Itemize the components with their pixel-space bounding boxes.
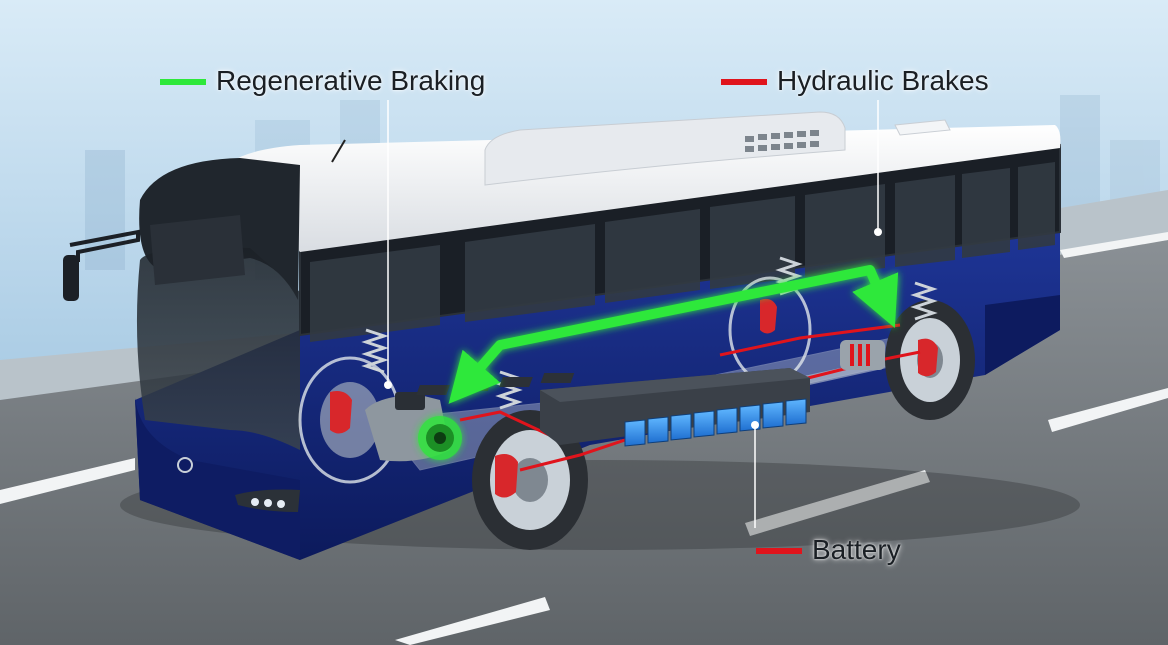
lane-marking [745, 470, 930, 536]
electric-motor [365, 392, 462, 462]
leader-lines [387, 100, 879, 528]
hydraulic-brakes-swatch [721, 79, 767, 85]
battery-label: Battery [812, 534, 901, 565]
front-axle-wheel [472, 410, 588, 550]
lane-marking [395, 597, 550, 645]
lane-marking [1048, 388, 1168, 432]
leader-dot [874, 228, 882, 236]
city-skyline [85, 95, 1160, 280]
lane-marking [1060, 232, 1168, 258]
leader-dot [384, 381, 392, 389]
regenerative-braking-label: Regenerative Braking [216, 65, 486, 96]
battery-swatch [756, 548, 802, 554]
lane-marking [0, 458, 135, 504]
regenerative-braking-swatch [160, 79, 206, 85]
rear-drive-unit [840, 340, 885, 370]
leader-dot [751, 421, 759, 429]
regenerative-energy-arrow [448, 265, 899, 404]
hydraulic-brakes-label: Hydraulic Brakes [777, 65, 989, 96]
